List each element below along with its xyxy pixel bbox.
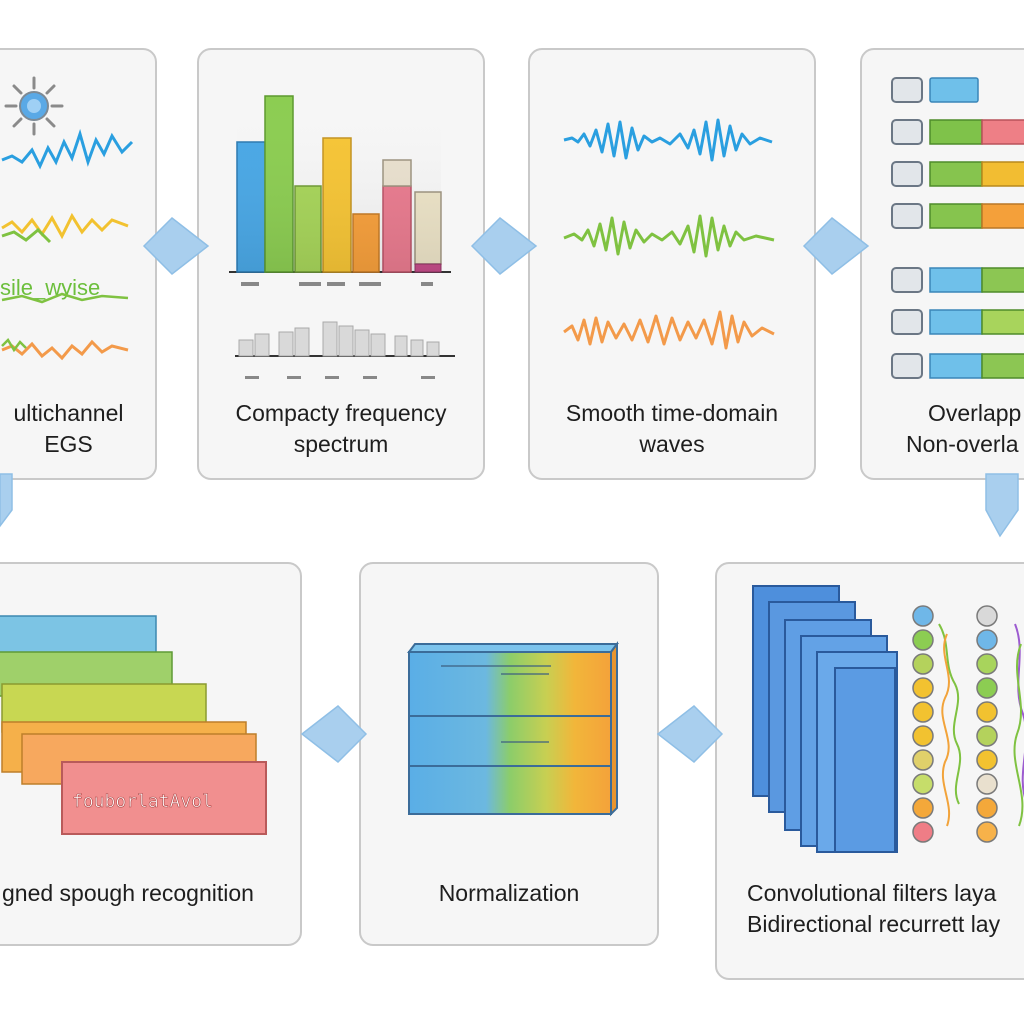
waves-artwork bbox=[563, 118, 775, 350]
arrow-down-icon bbox=[0, 473, 13, 528]
eeg-channel-wave bbox=[1, 339, 129, 361]
mini-spectrum-bars bbox=[238, 321, 440, 357]
arrow-left-icon bbox=[300, 705, 368, 763]
eeg-channel-wave bbox=[1, 212, 129, 240]
recognition-artwork: fouborlatAvol bbox=[0, 615, 267, 835]
step-caption: Normalization bbox=[361, 878, 657, 909]
step-card-segments: Overlapp Non-overla bbox=[860, 48, 1024, 480]
spectrum-tick-marks bbox=[241, 282, 433, 286]
normalization-artwork bbox=[407, 641, 619, 817]
electrode-icon bbox=[4, 76, 64, 136]
layers-artwork bbox=[752, 585, 1024, 853]
arrow-down-icon bbox=[985, 473, 1019, 538]
caption-line: EGS bbox=[44, 431, 93, 457]
caption-line: Smooth time-domain bbox=[565, 400, 779, 426]
time-domain-wave-green bbox=[563, 214, 775, 258]
step-caption: ultichannel EGS bbox=[0, 398, 155, 460]
step-card-eeg: sile_wyise ultichannel EGS bbox=[0, 48, 157, 480]
time-domain-wave-blue bbox=[563, 118, 773, 162]
block-marks bbox=[441, 665, 551, 743]
recognition-code: fouborlatAvol bbox=[72, 791, 213, 812]
step-caption: Convolutional filters laya Bidirectional… bbox=[747, 878, 1000, 940]
caption-line: Overlapp bbox=[928, 400, 1022, 426]
segment-rows-overlapping bbox=[891, 77, 1024, 229]
recurrent-node-column bbox=[912, 605, 934, 843]
caption-line: ultichannel bbox=[13, 400, 124, 426]
eeg-channel-wave bbox=[1, 128, 134, 170]
step-card-layers: Convolutional filters laya Bidirectional… bbox=[715, 562, 1024, 980]
caption-line: gned spough recognition bbox=[2, 880, 254, 906]
step-card-recognition: fouborlatAvol gned spough recognition bbox=[0, 562, 302, 946]
caption-line: waves bbox=[639, 431, 705, 457]
spectrum-artwork bbox=[229, 95, 455, 379]
time-domain-wave-orange bbox=[563, 310, 775, 350]
step-card-waves: Smooth time-domain waves bbox=[528, 48, 816, 480]
caption-line: spectrum bbox=[293, 431, 389, 457]
eeg-channel-wave bbox=[1, 337, 27, 353]
step-caption: Smooth time-domain waves bbox=[530, 398, 814, 460]
arrow-right-icon bbox=[470, 217, 538, 275]
eeg-channel-wave bbox=[1, 227, 52, 244]
recurrent-node-column bbox=[976, 605, 998, 843]
stacked-output-layers bbox=[0, 615, 267, 835]
arrow-right-icon bbox=[142, 217, 210, 275]
mini-spectrum-ticks bbox=[245, 376, 435, 379]
arrow-right-icon bbox=[802, 217, 870, 275]
step-caption: Overlapp Non-overla bbox=[886, 398, 1021, 460]
recurrent-connection-lines bbox=[938, 623, 1024, 827]
caption-line: Compacty frequency bbox=[235, 400, 447, 426]
segments-artwork bbox=[891, 77, 1024, 379]
arrow-left-icon bbox=[656, 705, 724, 763]
spectrum-shading bbox=[237, 96, 441, 272]
step-card-spectrum: Compacty frequency spectrum bbox=[197, 48, 485, 480]
eeg-channel-wave bbox=[1, 292, 129, 304]
caption-line: Normalization bbox=[438, 880, 580, 906]
normalized-feature-block bbox=[407, 641, 619, 817]
step-caption: gned spough recognition bbox=[0, 878, 254, 909]
eeg-artwork: sile_wyise bbox=[0, 76, 134, 361]
step-card-normalization: Normalization bbox=[359, 562, 659, 946]
caption-line: Bidirectional recurrett lay bbox=[747, 911, 1001, 937]
segment-rows-non-overlapping bbox=[891, 267, 1024, 379]
convolutional-filter-stack bbox=[752, 585, 898, 853]
step-caption: Compacty frequency spectrum bbox=[199, 398, 483, 460]
caption-line: Non-overla bbox=[906, 431, 1019, 457]
caption-line: Convolutional filters laya bbox=[747, 880, 997, 906]
